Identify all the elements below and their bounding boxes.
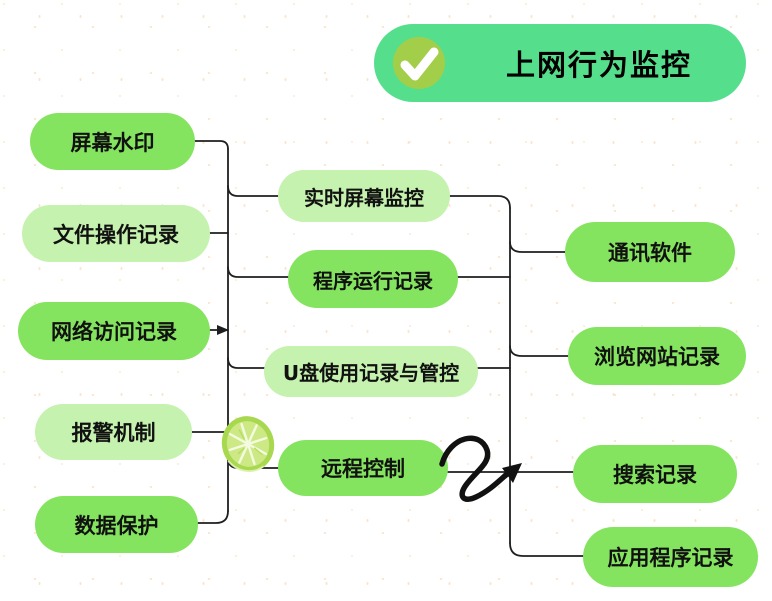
node-label: 网络访问记录 (51, 320, 177, 344)
node-label: 实时屏幕监控 (304, 185, 424, 210)
node-network-access-log[interactable]: 网络访问记录 (18, 302, 210, 360)
edge-communication-software (509, 241, 566, 253)
node-label: U盘使用记录与管控 (282, 361, 460, 385)
node-realtime-screen-monitoring[interactable]: 实时屏幕监控 (278, 170, 450, 222)
node-screen-watermark[interactable]: 屏幕水印 (30, 113, 195, 170)
edge-website-browsing-log (509, 345, 569, 357)
node-label: 通讯软件 (608, 241, 692, 265)
node-alarm-mechanism[interactable]: 报警机制 (35, 404, 192, 460)
lime-slice-icon (221, 416, 275, 473)
check-icon (400, 47, 439, 81)
edge-realtime-screen-monitoring-right (449, 195, 511, 209)
edge-data-protection (197, 510, 229, 524)
node-label: 报警机制 (71, 421, 156, 445)
node-label: 应用程序记录 (607, 546, 734, 570)
node-label: 屏幕水印 (70, 130, 155, 155)
node-program-run-log[interactable]: 程序运行记录 (288, 250, 458, 308)
edge-application-log (509, 542, 584, 557)
edge-screen-watermark (194, 140, 229, 150)
node-application-log[interactable]: 应用程序记录 (583, 527, 758, 587)
edge-realtime-screen-monitoring-left (227, 185, 279, 197)
node-search-log[interactable]: 搜索记录 (573, 445, 737, 503)
edge-program-run-log-left (227, 266, 289, 278)
diagram-title: 上网行为监控 (505, 48, 692, 82)
node-website-browsing-log[interactable]: 浏览网站记录 (568, 327, 746, 385)
spine-arrowhead (217, 325, 229, 335)
node-label: 数据保护 (74, 513, 159, 538)
edge-remote-control-left (227, 457, 279, 469)
node-label: 搜索记录 (613, 463, 697, 487)
node-usb-usage-control[interactable]: U盘使用记录与管控 (264, 346, 478, 397)
diagram-title-pill: 上网行为监控 (374, 24, 746, 102)
node-label: 浏览网站记录 (594, 345, 720, 369)
node-label: 程序运行记录 (313, 268, 433, 293)
node-communication-software[interactable]: 通讯软件 (565, 222, 735, 282)
node-label: 文件操作记录 (53, 222, 179, 247)
node-remote-control[interactable]: 远程控制 (278, 440, 448, 496)
edge-usb-usage-left (227, 357, 265, 369)
node-data-protection[interactable]: 数据保护 (35, 496, 198, 553)
squiggle-arrow-icon (439, 435, 522, 502)
node-file-operation-log[interactable]: 文件操作记录 (22, 205, 210, 262)
node-label: 远程控制 (321, 457, 405, 481)
check-badge (393, 37, 445, 89)
